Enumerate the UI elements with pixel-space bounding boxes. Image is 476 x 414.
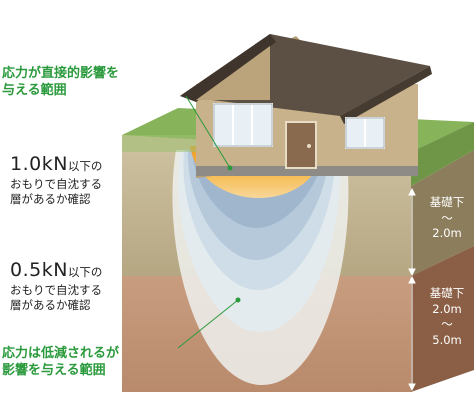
depth-label-upper: 基礎下 〜 2.0m <box>429 195 465 241</box>
condition-suffix-1: 以下の <box>67 159 103 173</box>
condition-load-2: 0.5kN <box>10 259 68 281</box>
condition-suffix-2: 以下の <box>67 265 103 279</box>
house-gable <box>196 46 270 100</box>
house-roof-side <box>180 34 276 102</box>
window-left <box>213 103 273 147</box>
depth-label-lower: 基礎下 2.0m 〜 5.0m <box>429 286 465 347</box>
leader-line-reduced <box>177 299 239 349</box>
leader-line-direct <box>185 95 231 169</box>
house <box>180 34 432 178</box>
ground-side-face-lower <box>411 246 474 392</box>
depth-arrow-upper <box>408 187 416 277</box>
label-reduced-effect-zone: 応力は低減されるが 影響を与える範囲 <box>2 346 120 378</box>
house-door <box>285 121 317 169</box>
label-direct-effect-zone: 応力が直接的影響を 与える範囲 <box>2 66 120 98</box>
condition-load-1: 1.0kN <box>10 153 68 175</box>
ground-side-face-upper <box>411 150 474 276</box>
condition-caption-1: 1.0kN以下の おもりで自沈する 層があるか確認 <box>10 153 103 206</box>
leader-dot-direct <box>227 165 233 171</box>
leader-dot-reduced <box>235 297 241 303</box>
house-foundation <box>196 166 418 176</box>
house-roof-eave <box>340 66 432 124</box>
depth-arrow-lower <box>408 275 416 392</box>
condition-caption-2: 0.5kN以下の おもりで自沈する 層があるか確認 <box>10 259 103 312</box>
grass-edge <box>411 122 474 186</box>
